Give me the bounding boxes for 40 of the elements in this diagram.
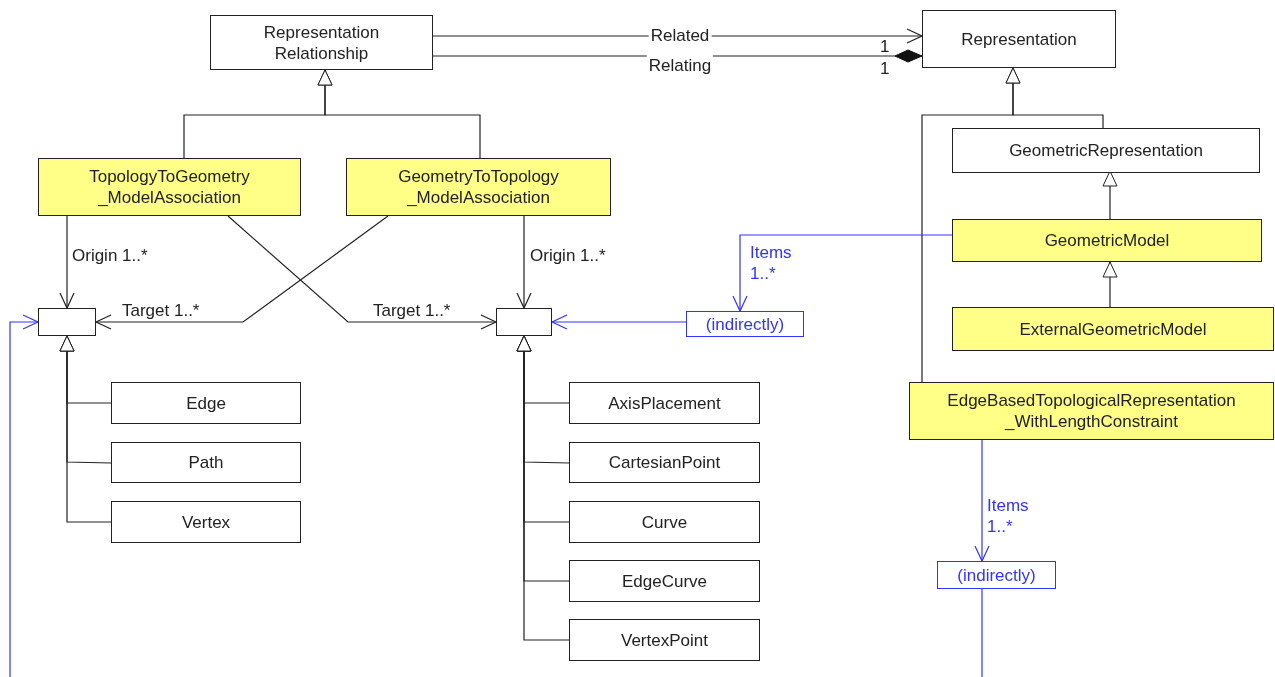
association-line xyxy=(981,588,983,677)
class-box: Edge xyxy=(111,382,301,424)
generalization-arrow xyxy=(317,69,481,159)
edge-label: Relating xyxy=(646,55,714,76)
class-box: Curve xyxy=(569,501,760,543)
multiplicity-label: 1 xyxy=(880,37,890,57)
association-arrow xyxy=(974,439,990,562)
class-box: AxisPlacement xyxy=(569,382,760,424)
class-box: (indirectly) xyxy=(937,561,1056,589)
class-box: GeometricModel xyxy=(952,219,1262,262)
class-box: Path xyxy=(111,442,301,483)
class-box: GeometryToTopology _ModelAssociation xyxy=(346,158,611,216)
class-box: (indirectly) xyxy=(686,311,804,337)
generalization-arrow xyxy=(1102,261,1118,308)
class-box: Vertex xyxy=(111,501,301,543)
association-arrow xyxy=(551,314,687,330)
class-box: Representation Relationship xyxy=(210,15,433,70)
multiplicity-label: 1 xyxy=(880,59,890,79)
empty-class-box xyxy=(38,308,96,336)
edge-label: Items 1..* xyxy=(986,495,1030,537)
association-arrow xyxy=(9,314,39,677)
association-arrow xyxy=(432,28,923,44)
association-arrow xyxy=(516,215,532,309)
class-box: Representation xyxy=(922,10,1116,68)
empty-class-box xyxy=(496,308,552,336)
class-box: TopologyToGeometry _ModelAssociation xyxy=(38,158,301,216)
class-box: GeometricRepresentation xyxy=(952,128,1260,173)
edge-label: Items 1..* xyxy=(749,242,793,284)
class-box: EdgeBasedTopologicalRepresentation _WithLengthConstraint xyxy=(909,382,1274,440)
association-arrow xyxy=(95,215,389,330)
generalization-arrow xyxy=(516,335,570,641)
generalization-arrow xyxy=(59,335,112,523)
class-box: VertexPoint xyxy=(569,619,760,661)
class-box: CartesianPoint xyxy=(569,442,760,483)
class-box: ExternalGeometricModel xyxy=(952,307,1274,351)
generalization-arrow xyxy=(921,67,1021,383)
association-arrow xyxy=(732,234,953,312)
association-arrow xyxy=(59,215,75,309)
association-arrow xyxy=(227,215,497,330)
class-box: EdgeCurve xyxy=(569,560,760,602)
